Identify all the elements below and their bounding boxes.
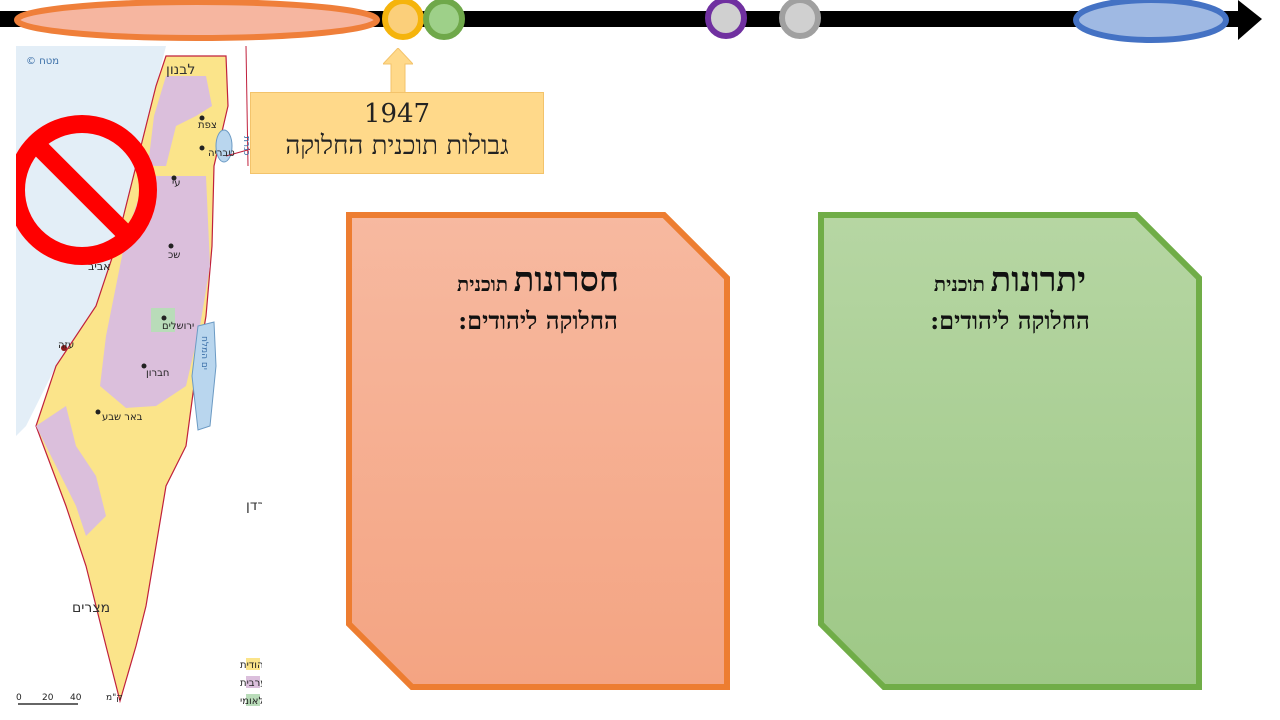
label-dead-sea: ים המלח bbox=[199, 336, 209, 370]
timeline-purple-dot[interactable] bbox=[705, 0, 747, 39]
timeline-left-oval[interactable] bbox=[14, 0, 380, 41]
label-beersheba: באר שבע bbox=[102, 412, 143, 423]
label-jordan: ירדן bbox=[246, 498, 262, 514]
pros-title-small: תוכנית bbox=[933, 272, 985, 296]
map-copyright: © מטח bbox=[26, 56, 59, 67]
partition-callout: 1947 גבולות תוכנית החלוקה bbox=[250, 92, 544, 174]
label-shechem: שכ bbox=[168, 250, 180, 261]
timeline-yellow-dot[interactable] bbox=[382, 0, 424, 40]
label-kinneret: כנרת bbox=[241, 136, 251, 156]
label-akko: עי bbox=[172, 178, 181, 189]
arab-state-north bbox=[148, 76, 212, 166]
timeline bbox=[0, 0, 1262, 43]
label-jerusalem: ירושלים bbox=[162, 321, 194, 332]
legend-swatch-intl bbox=[246, 694, 260, 706]
cons-title-small: תוכנית bbox=[457, 272, 509, 296]
pros-title-bold: יתרונות bbox=[990, 260, 1087, 300]
pros-subtitle: החלוקה ליהודים: bbox=[930, 306, 1090, 335]
callout-year: 1947 bbox=[363, 99, 431, 129]
timeline-right-oval[interactable] bbox=[1073, 0, 1229, 43]
scale-tick-0: 0 bbox=[16, 693, 22, 703]
legend-jewish: המדינה היהודית bbox=[240, 660, 262, 671]
legend-swatch-arab bbox=[246, 676, 260, 688]
cons-heading: חסרונות תוכנית החלוקה ליהודים: bbox=[346, 260, 730, 336]
partition-map: © מטח לבנון צפת טבריה כנרת עי נת שכ אביב… bbox=[16, 46, 262, 716]
timeline-gray-dot[interactable] bbox=[779, 0, 821, 39]
label-lebanon: לבנון bbox=[166, 62, 195, 78]
callout-arrow bbox=[383, 48, 413, 94]
timeline-arrowhead bbox=[1238, 0, 1262, 40]
callout-title: גבולות תוכנית החלוקה bbox=[285, 131, 509, 161]
arab-state-south bbox=[36, 406, 106, 536]
scale-unit: ק"מ bbox=[106, 693, 123, 703]
timeline-green-dot[interactable] bbox=[423, 0, 465, 40]
label-hebron: חברון bbox=[146, 368, 169, 379]
legend-intl: אזור בין-לאומי bbox=[240, 696, 262, 707]
cons-title-bold: חסרונות bbox=[513, 260, 619, 300]
cons-subtitle: החלוקה ליהודים: bbox=[458, 306, 618, 335]
cons-panel[interactable]: חסרונות תוכנית החלוקה ליהודים: bbox=[346, 212, 730, 690]
pros-panel[interactable]: יתרונות תוכנית החלוקה ליהודים: bbox=[818, 212, 1202, 690]
label-gaza: עזה bbox=[58, 340, 74, 351]
scale-tick-40: 40 bbox=[70, 693, 82, 703]
legend-swatch-jewish bbox=[246, 658, 260, 670]
no-entry-icon bbox=[16, 115, 157, 265]
legend-arab: המדינה הערבית bbox=[240, 678, 262, 689]
label-tiberias: טבריה bbox=[208, 148, 235, 159]
label-egypt: מצרים bbox=[72, 600, 110, 616]
scale-tick-20: 20 bbox=[42, 693, 54, 703]
label-safed: צפת bbox=[198, 120, 217, 131]
dead-sea bbox=[191, 321, 217, 431]
pros-heading: יתרונות תוכנית החלוקה ליהודים: bbox=[818, 260, 1202, 336]
kinneret bbox=[215, 129, 233, 163]
